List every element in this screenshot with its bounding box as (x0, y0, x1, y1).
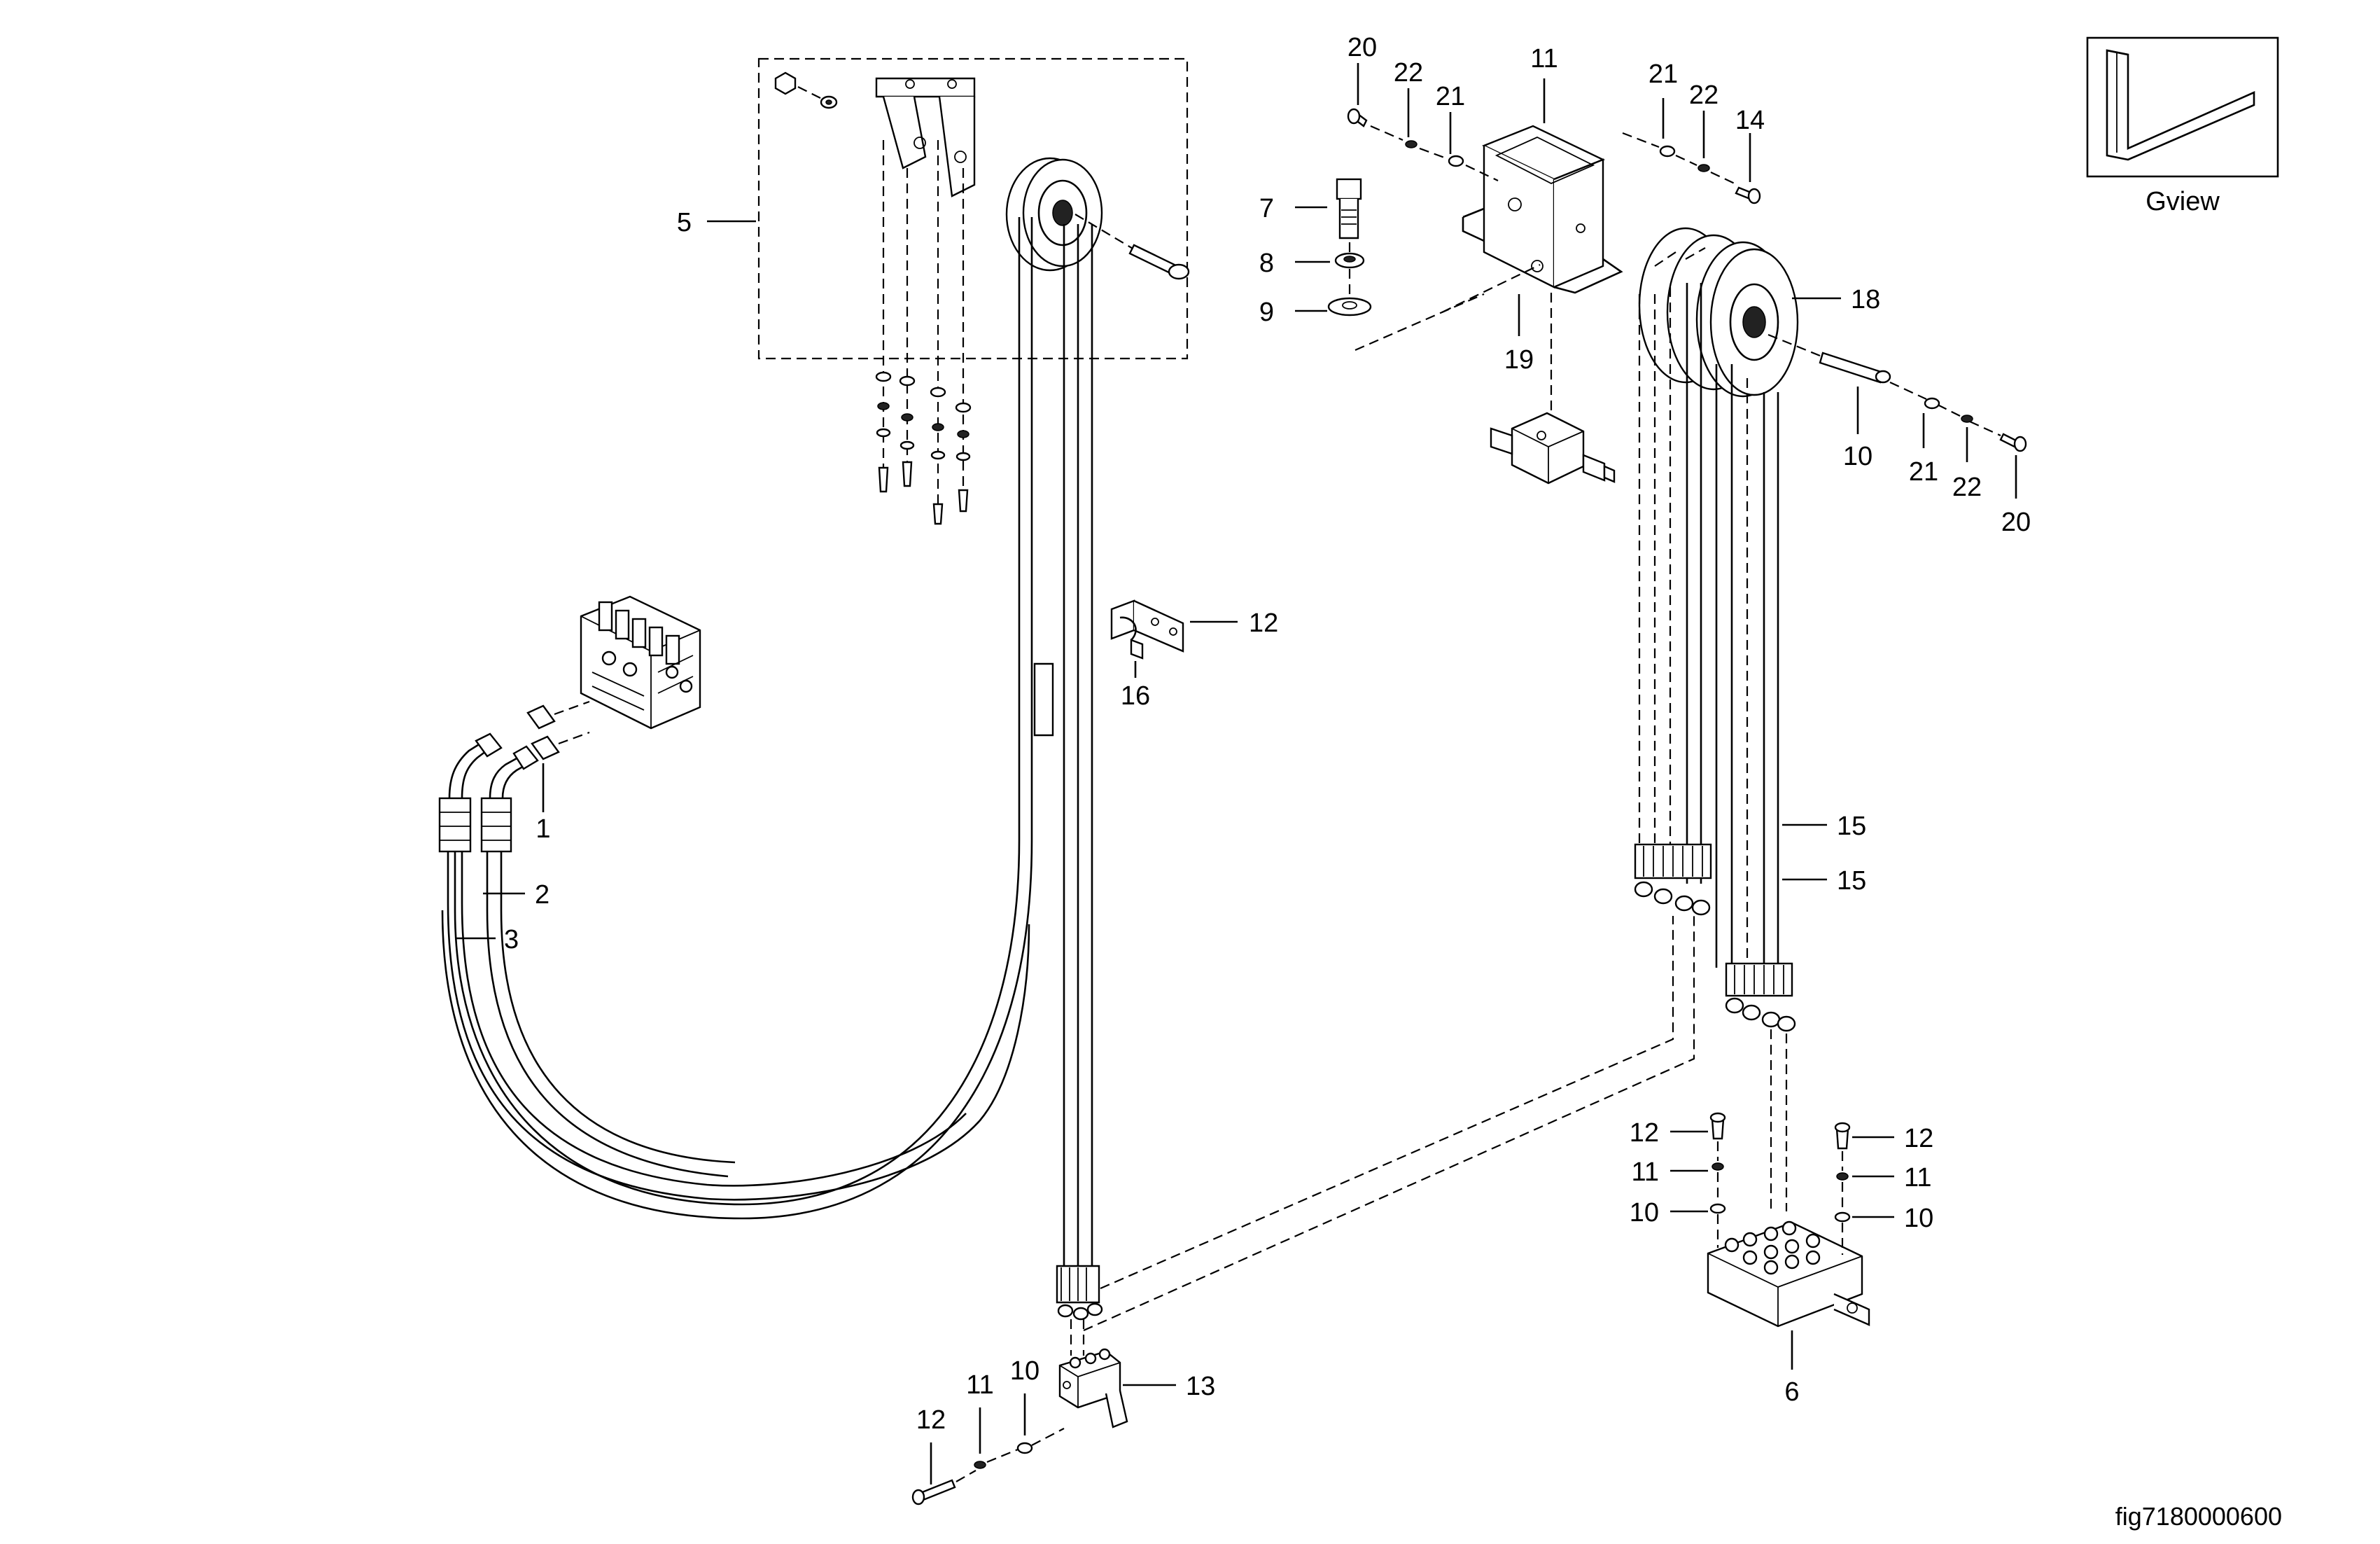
right-pulley-stack (1638, 227, 2027, 452)
callout-7: 7 (1259, 194, 1274, 223)
callout-18: 18 (1851, 285, 1880, 314)
bracket-fasteners (875, 371, 972, 525)
callout-10-mr: 10 (1630, 1198, 1659, 1227)
callout-19: 19 (1504, 345, 1534, 375)
callout-16: 16 (1121, 681, 1150, 711)
callout-22-top: 22 (1394, 58, 1423, 88)
callout-15-upper: 15 (1837, 812, 1866, 841)
callout-6: 6 (1784, 1377, 1799, 1407)
callout-12-left: 12 (916, 1405, 946, 1435)
tee-fitting (1490, 412, 1616, 485)
callout-21-right-top: 21 (1648, 60, 1678, 89)
callout-8: 8 (1259, 249, 1274, 278)
box-bracket (1347, 108, 1623, 413)
bolt-washer-stack (1327, 178, 1372, 317)
callout-11-top: 11 (1530, 44, 1558, 74)
callout-9: 9 (1259, 298, 1274, 327)
callout-20-top: 20 (1348, 33, 1377, 62)
callout-1: 1 (536, 814, 550, 844)
callout-3: 3 (504, 925, 519, 954)
control-valve (580, 595, 701, 730)
adapter-fittings (526, 700, 590, 760)
callout-10-right: 10 (1904, 1204, 1933, 1233)
callout-15-lower: 15 (1837, 866, 1866, 896)
callout-10-left: 10 (1010, 1356, 1040, 1386)
callout-21-top: 21 (1436, 82, 1465, 111)
callout-13: 13 (1186, 1372, 1215, 1401)
callout-10-axle: 10 (1843, 442, 1872, 471)
callout-20-axle: 20 (2001, 508, 2031, 537)
callout-12-right: 12 (1904, 1124, 1933, 1153)
callout-11-right: 11 (1904, 1163, 1931, 1192)
hose-clip (1110, 599, 1184, 660)
figure-id: fig7180000600 (2115, 1502, 2282, 1531)
callout-5: 5 (677, 208, 692, 237)
callout-11-mr: 11 (1632, 1157, 1659, 1187)
callout-21-axle: 21 (1909, 457, 1938, 487)
callout-12-clip: 12 (1249, 608, 1278, 638)
callout-2: 2 (535, 880, 550, 910)
callout-12-mr: 12 (1630, 1118, 1659, 1148)
right-hoses (1634, 283, 1796, 1211)
callout-11-left: 11 (966, 1370, 993, 1400)
center-hoses (441, 217, 1093, 1266)
gview-label: Gview (2146, 187, 2220, 216)
upper-pulley-assembly (757, 57, 1190, 525)
left-hose-assembly (438, 700, 1030, 1201)
gview-inset (2086, 36, 2279, 178)
lower-left-manifold (911, 1265, 1128, 1505)
right-top-fasteners (1622, 132, 1761, 204)
callout-14: 14 (1735, 106, 1765, 135)
lower-right-manifold (1707, 1112, 1870, 1328)
callout-22-right-top: 22 (1689, 81, 1718, 110)
callout-22-axle: 22 (1952, 473, 1982, 502)
